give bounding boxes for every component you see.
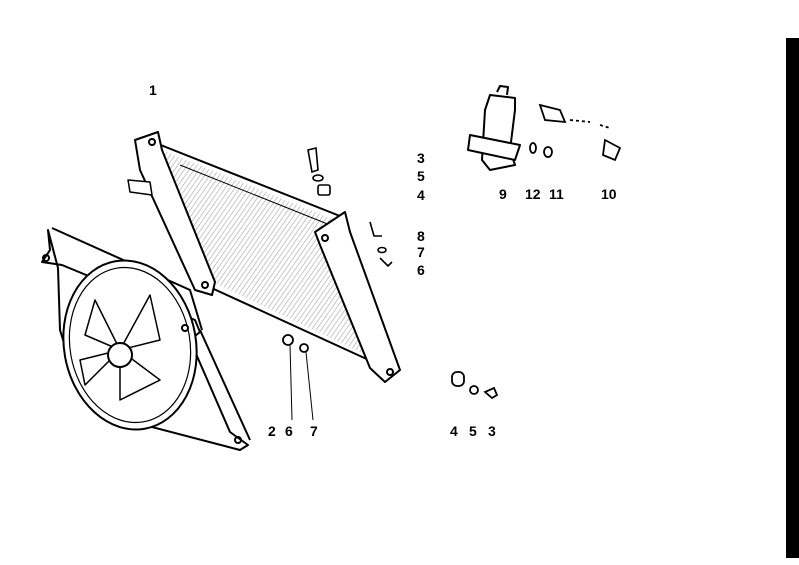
callout-3-top: 3 <box>417 150 425 166</box>
fasteners-right <box>307 146 393 268</box>
callout-4-top: 4 <box>417 187 425 203</box>
callout-5-top: 5 <box>417 168 425 184</box>
loose-parts <box>282 334 499 421</box>
callout-4-bottom: 4 <box>450 423 458 439</box>
callout-12: 12 <box>525 186 541 202</box>
callout-9: 9 <box>499 186 507 202</box>
callout-2: 2 <box>268 423 276 439</box>
callout-5-bottom: 5 <box>469 423 477 439</box>
callout-3-bottom: 3 <box>488 423 496 439</box>
callout-1: 1 <box>149 82 157 98</box>
pressure-switch <box>529 103 622 162</box>
callout-11: 11 <box>549 186 564 202</box>
receiver-drier <box>467 85 521 171</box>
callout-8: 8 <box>417 228 425 244</box>
callout-7-bottom: 7 <box>310 423 318 439</box>
page-edge-bar <box>786 38 799 558</box>
fan-assembly <box>41 227 251 451</box>
callout-6-bottom: 6 <box>285 423 293 439</box>
callout-6-mid: 6 <box>417 262 425 278</box>
callout-7-mid: 7 <box>417 244 425 260</box>
condenser <box>127 131 401 383</box>
callout-10: 10 <box>601 186 617 202</box>
